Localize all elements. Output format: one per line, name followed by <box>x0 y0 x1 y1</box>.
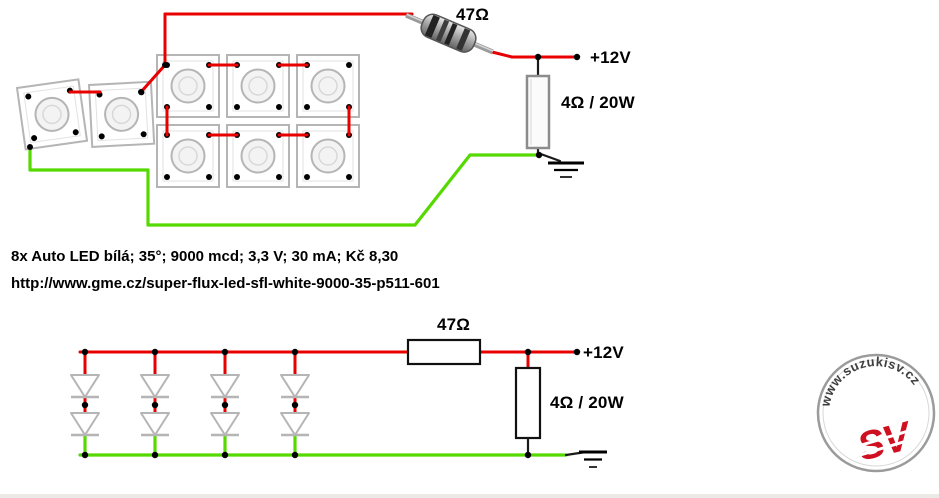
led-symbol <box>279 373 311 399</box>
logo-stripe <box>853 428 914 449</box>
ground-wire <box>28 145 541 227</box>
pictorial-circuit <box>16 12 584 227</box>
logo-stripe <box>858 436 918 457</box>
led-symbol <box>209 411 241 437</box>
led-symbol <box>69 411 101 437</box>
watermark-inner-circle <box>822 359 930 467</box>
schematic-circuit <box>69 338 607 468</box>
product-description: 8x Auto LED bílá; 35°; 9000 mcd; 3,3 V; … <box>11 248 399 265</box>
ground-symbol <box>579 450 607 468</box>
watermark: www.suzukisv.cz SV <box>808 343 936 473</box>
pictorial-load-resistor-label: 4Ω / 20W <box>561 93 635 112</box>
led-package <box>16 78 89 151</box>
resistor-47ohm-box <box>406 338 482 366</box>
led-symbol <box>139 373 171 399</box>
resistor-4ohm-box <box>514 366 542 440</box>
ground-lead-wire <box>526 436 588 457</box>
led-symbol <box>69 373 101 399</box>
ground-rail <box>78 433 568 457</box>
power-resistor-4ohm <box>525 74 551 150</box>
junction-dots <box>81 348 581 459</box>
led-symbol <box>209 373 241 399</box>
led-symbol <box>279 411 311 437</box>
ground-symbol <box>548 161 584 178</box>
schematic-supply-label: +12V <box>583 343 624 362</box>
schematic-load-resistor-label: 4Ω / 20W <box>550 393 624 412</box>
axial-resistor-47ohm <box>405 12 494 55</box>
junction-dots <box>27 53 581 159</box>
product-url: http://www.gme.cz/super-flux-led-sfl-whi… <box>11 275 440 292</box>
pictorial-supply-label: +12V <box>590 48 631 67</box>
pictorial-resistor-label: 47Ω <box>456 5 490 24</box>
led-symbol <box>139 411 171 437</box>
schematic-resistor-label: 47Ω <box>437 315 471 334</box>
